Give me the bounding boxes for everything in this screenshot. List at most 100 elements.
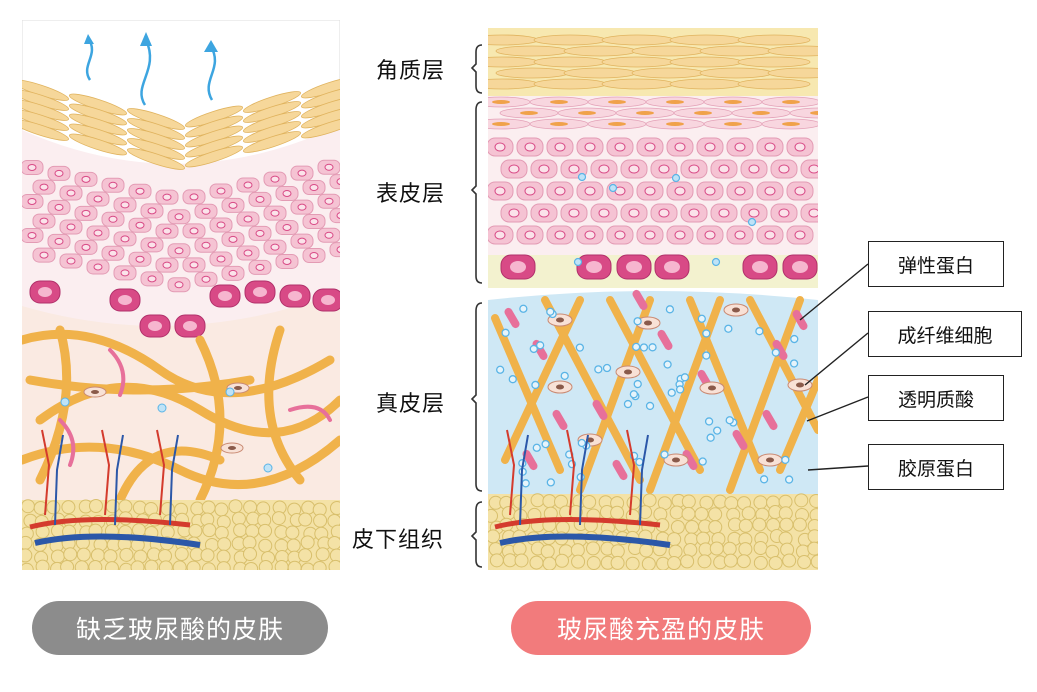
- hyaluronic-dot: [579, 174, 586, 181]
- fat-cell: [120, 548, 133, 561]
- flat-nucleus: [724, 122, 742, 126]
- fat-cell: [64, 548, 77, 561]
- fat-cell: [642, 557, 655, 570]
- cell-nucleus: [629, 209, 639, 217]
- cell-nucleus: [719, 209, 729, 217]
- cell-nucleus: [525, 231, 535, 239]
- cell-nucleus: [310, 253, 318, 259]
- fat-cell: [543, 557, 556, 570]
- fat-cell: [259, 524, 272, 537]
- fat-cell: [159, 561, 172, 574]
- flat-nucleus: [578, 111, 596, 115]
- fat-cell: [669, 545, 682, 558]
- cell-nucleus: [229, 270, 237, 276]
- hyaluronic-dot: [533, 444, 540, 451]
- hyaluronic-dot: [532, 381, 539, 388]
- fat-cell: [105, 562, 118, 575]
- fat-cell: [286, 526, 299, 539]
- cell-nucleus: [495, 187, 505, 195]
- fat-cell: [299, 549, 312, 562]
- cell-nucleus: [271, 176, 279, 182]
- corneum-strip: [534, 79, 606, 89]
- hyaluronic-dot: [698, 315, 705, 322]
- cell-nucleus: [148, 242, 156, 248]
- corneum-strip: [534, 57, 606, 67]
- fat-cell: [287, 539, 300, 552]
- cell-nucleus: [28, 198, 36, 204]
- corneum-strip: [466, 35, 538, 45]
- fat-cell: [611, 545, 624, 558]
- fat-cell: [710, 542, 723, 555]
- fibroblast-nucleus: [796, 383, 804, 388]
- basal-nucleus: [118, 295, 132, 305]
- fat-cell: [301, 536, 314, 549]
- cell-nucleus: [190, 262, 198, 268]
- hyaluronic-dot: [61, 398, 69, 406]
- fat-cell: [583, 495, 596, 508]
- cell-nucleus: [509, 165, 519, 173]
- fat-cell: [173, 561, 186, 574]
- basal-nucleus: [626, 261, 642, 273]
- hyaluronic-dot: [791, 336, 798, 343]
- cell-nucleus: [256, 230, 264, 236]
- cell-nucleus: [555, 143, 565, 151]
- fat-cell: [742, 507, 755, 520]
- fat-cell: [19, 536, 32, 549]
- cell-nucleus: [121, 236, 129, 242]
- hyaluronic-dot: [264, 464, 272, 472]
- fat-cell: [671, 521, 684, 534]
- fibroblast-nucleus: [91, 390, 99, 394]
- cell-nucleus: [675, 231, 685, 239]
- cell-nucleus: [645, 187, 655, 195]
- cell-nucleus: [283, 258, 291, 264]
- hyaluronic-dot: [502, 329, 509, 336]
- fat-cell: [572, 555, 585, 568]
- cell-nucleus: [67, 190, 75, 196]
- fat-cell: [89, 561, 102, 574]
- cell-nucleus: [244, 216, 252, 222]
- hyaluronic-dot: [664, 361, 671, 368]
- cell-nucleus: [659, 165, 669, 173]
- cell-nucleus: [256, 264, 264, 270]
- fat-cell: [257, 502, 270, 515]
- fat-cell: [485, 509, 498, 522]
- hyaluronic-dot: [604, 365, 611, 372]
- flat-nucleus: [694, 111, 712, 115]
- fat-cell: [329, 560, 342, 573]
- caption-left: 缺乏玻尿酸的皮肤: [32, 601, 328, 655]
- fibroblast-nucleus: [672, 458, 680, 463]
- fat-cell: [215, 503, 228, 516]
- fat-cell: [189, 524, 202, 537]
- fat-cell: [724, 554, 737, 567]
- cell-nucleus: [659, 209, 669, 217]
- fat-cell: [709, 521, 722, 534]
- fat-cell: [77, 548, 90, 561]
- cell-nucleus: [337, 179, 345, 185]
- corneum-strip: [768, 68, 840, 78]
- cell-nucleus: [599, 209, 609, 217]
- cell-nucleus: [779, 165, 789, 173]
- hyaluronic-dot: [610, 185, 617, 192]
- corneum-strip: [602, 35, 674, 45]
- cell-nucleus: [705, 187, 715, 195]
- cell-nucleus: [495, 143, 505, 151]
- hyaluronic-dot: [537, 342, 544, 349]
- corneum-strip: [564, 68, 636, 78]
- cell-nucleus: [569, 165, 579, 173]
- cell-nucleus: [325, 198, 333, 204]
- fat-cell: [259, 539, 272, 552]
- fat-cell: [640, 544, 653, 557]
- cell-nucleus: [175, 282, 183, 288]
- cell-nucleus: [569, 209, 579, 217]
- cell-nucleus: [795, 187, 805, 195]
- hyaluronic-dot: [772, 349, 779, 356]
- corneum-strip: [670, 79, 742, 89]
- fibroblast-nucleus: [624, 370, 632, 375]
- callout-elastin: 弹性蛋白: [868, 241, 1004, 287]
- fat-cell: [793, 518, 806, 531]
- corneum-strip: [602, 79, 674, 89]
- fat-cell: [513, 542, 526, 555]
- flat-nucleus: [520, 111, 538, 115]
- cell-nucleus: [809, 165, 819, 173]
- fat-cell: [556, 554, 569, 567]
